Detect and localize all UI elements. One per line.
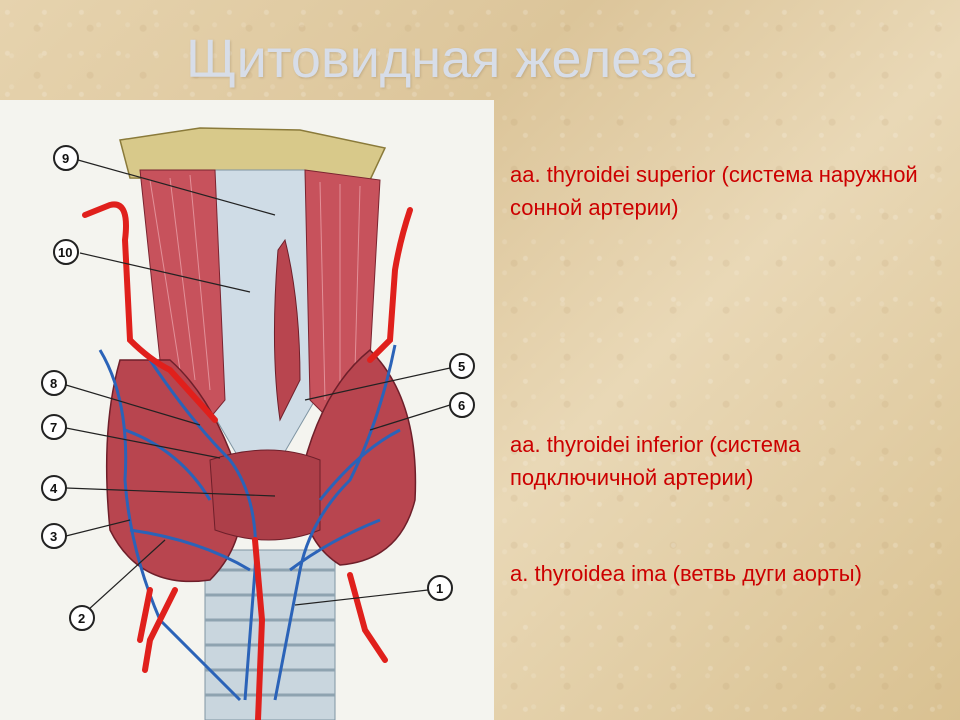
hyoid-bone [119,127,387,181]
thyroid-right-lobe [299,348,417,566]
svg-text:3: 3 [50,529,57,544]
svg-text:7: 7 [50,420,57,435]
callout-9: 9 [53,145,276,216]
callout-2: 2 [69,539,166,631]
annotation-inferior-thyroid-arteries: aa. thyroidei inferior (система подключи… [510,432,801,490]
callout-5: 5 [304,353,475,401]
svg-text:9: 9 [62,151,69,166]
anatomy-illustration: 9 10 8 7 4 3 2 5 [41,127,475,720]
svg-text:10: 10 [58,245,72,260]
callout-6: 6 [369,392,475,431]
svg-text:1: 1 [436,581,443,596]
callout-3: 3 [41,519,131,549]
callout-1: 1 [294,575,453,606]
thyroid-anatomy-figure: 9 10 8 7 4 3 2 5 [0,100,494,720]
annotation-thyroidea-ima: a. thyroidea ima (ветвь дуги аорты) [510,561,862,586]
svg-text:4: 4 [50,481,58,496]
callout-4: 4 [41,475,276,501]
callout-7: 7 [41,414,221,459]
slide-title: Щитовидная железа [186,29,695,89]
annotation-superior-thyroid-arteries: aa. thyroidei superior (система наружной… [510,162,918,220]
callout-10: 10 [53,239,251,293]
svg-text:8: 8 [50,376,57,391]
svg-text:6: 6 [458,398,465,413]
arteries [82,201,413,720]
veins [98,344,401,702]
svg-text:2: 2 [78,611,85,626]
thyroid-isthmus [209,449,321,541]
pyramidal-lobe [273,238,301,422]
trachea [204,549,336,720]
svg-text:5: 5 [458,359,465,374]
callout-8: 8 [41,370,201,426]
